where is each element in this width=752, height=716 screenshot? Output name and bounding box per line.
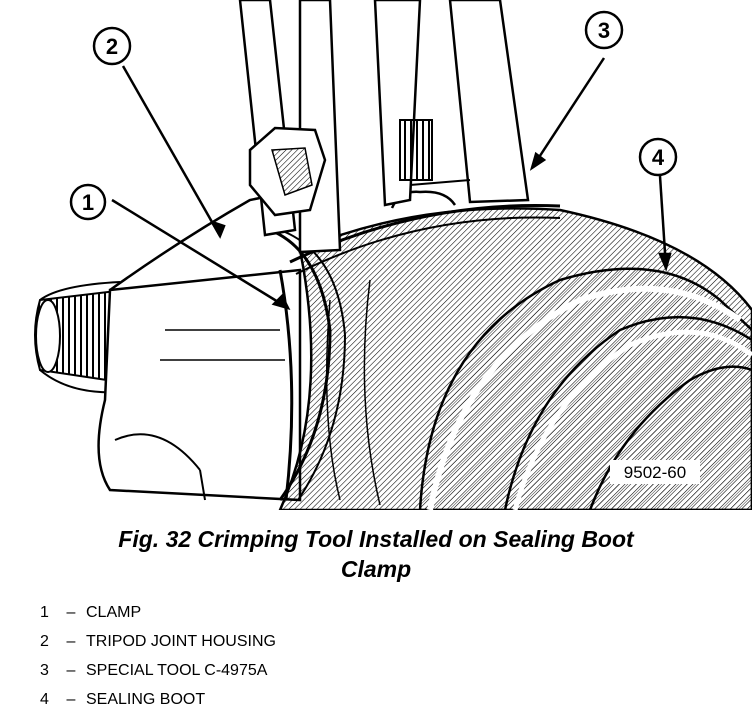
axle-shaft (34, 281, 127, 394)
legend-number: 2 (40, 633, 49, 650)
legend-item: 4–SEALING BOOT (40, 685, 276, 714)
tripod-joint-housing (97, 188, 347, 502)
callout-4-label: 4 (652, 145, 665, 170)
legend-number: 4 (40, 691, 49, 708)
legend-dash: – (66, 604, 76, 621)
legend-dash: – (66, 662, 76, 679)
legend-dash: – (66, 691, 76, 708)
callout-2-label: 2 (106, 34, 118, 59)
legend-label: CLAMP (86, 604, 142, 621)
legend-number: 3 (40, 662, 49, 679)
callout-2: 2 (92, 26, 132, 66)
legend-list: 1–CLAMP 2–TRIPOD JOINT HOUSING 3–SPECIAL… (40, 598, 276, 714)
callout-4: 4 (638, 137, 678, 177)
figure-code: 9502-60 (624, 463, 686, 482)
legend-label: TRIPOD JOINT HOUSING (86, 633, 276, 650)
legend-number: 1 (40, 604, 49, 621)
leader-lines (111, 57, 672, 310)
callout-1-label: 1 (82, 190, 94, 215)
special-tool-c-4975a (238, 0, 530, 254)
callout-3-label: 3 (598, 18, 610, 43)
legend-label: SPECIAL TOOL C-4975A (86, 662, 268, 679)
figure-caption: Fig. 32 Crimping Tool Installed on Seali… (0, 524, 752, 584)
sealing-boot (278, 207, 752, 510)
callout-1: 1 (69, 183, 107, 221)
crimping-tool-illustration: 1 2 3 4 9502-60 (34, 0, 752, 510)
legend-item: 1–CLAMP (40, 598, 276, 627)
caption-line-2: Clamp (340, 556, 412, 582)
legend-dash: – (66, 633, 76, 650)
legend-label: SEALING BOOT (86, 691, 206, 708)
legend-item: 3–SPECIAL TOOL C-4975A (40, 656, 276, 685)
caption-line-1: Fig. 32 Crimping Tool Installed on Seali… (118, 526, 634, 552)
legend-item: 2–TRIPOD JOINT HOUSING (40, 627, 276, 656)
callout-3: 3 (584, 10, 624, 50)
